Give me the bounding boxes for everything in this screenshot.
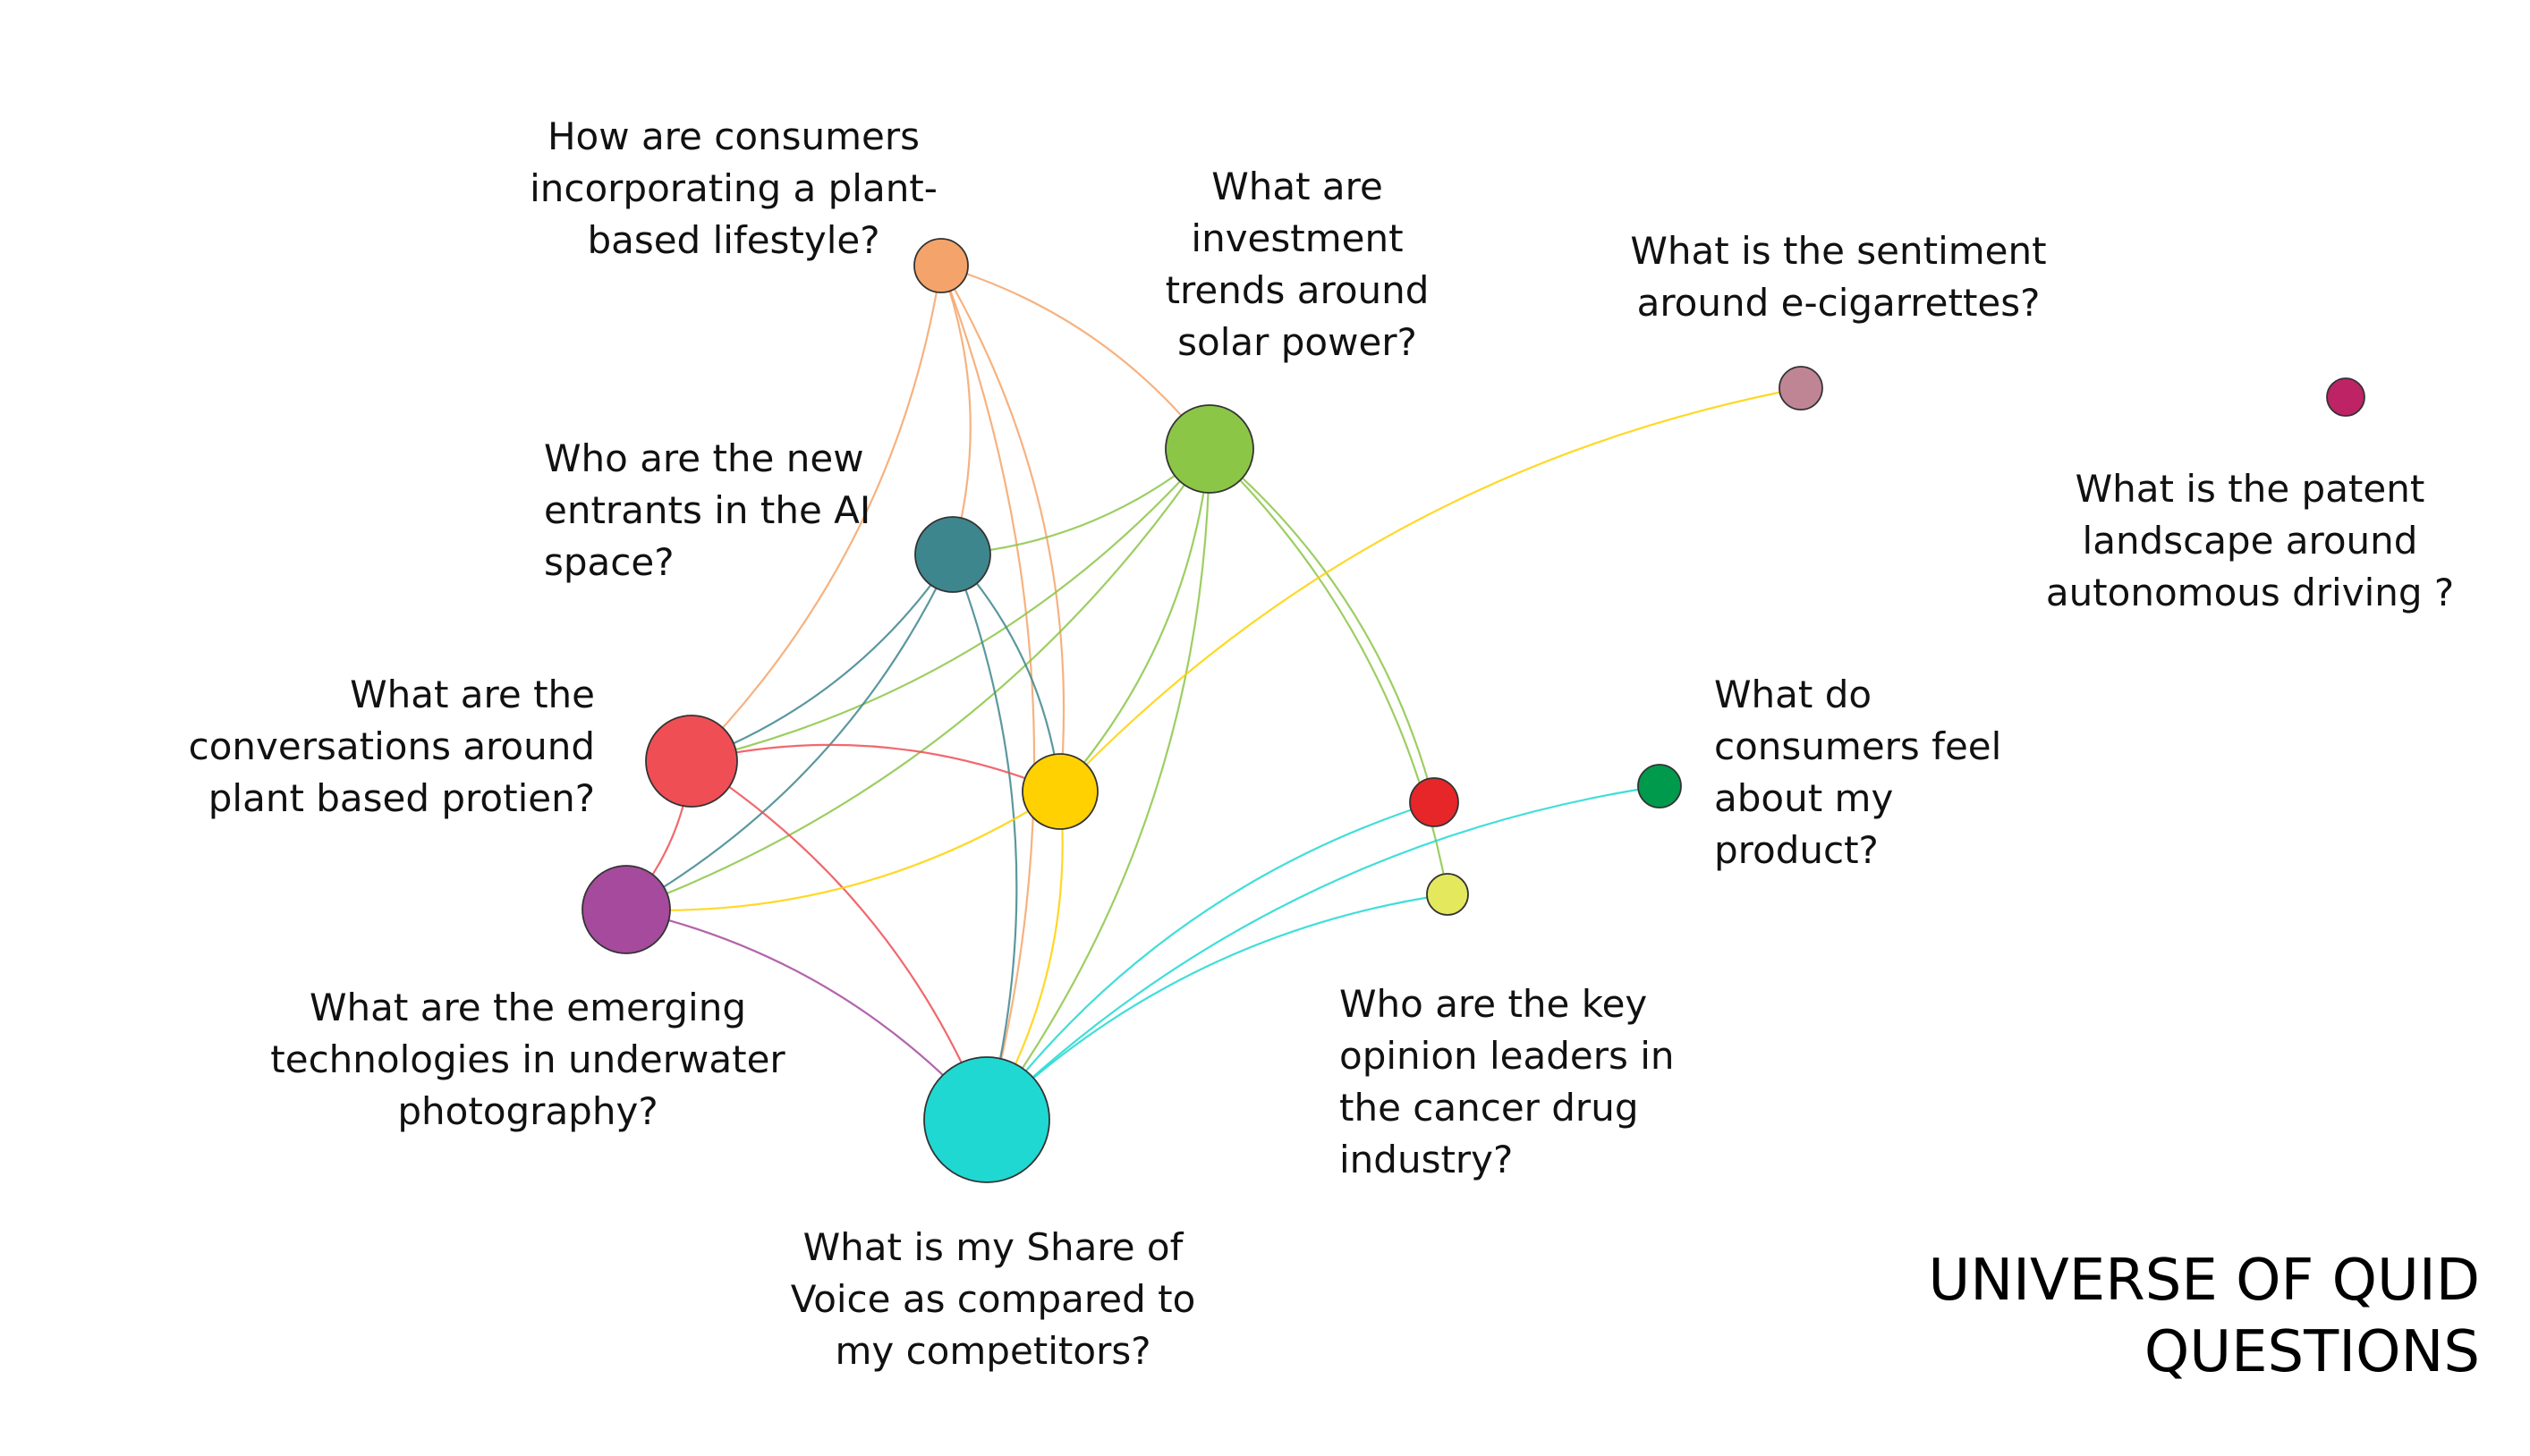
edge-share-of-voice-my-product [986, 784, 1660, 1121]
edge-plant-lifestyle-hub-yellow [940, 265, 1065, 792]
edge-plant-lifestyle-solar-investment [940, 264, 1210, 450]
edge-solar-investment-underwater-photo [625, 448, 1210, 911]
edge-solar-investment-hub-yellow [1059, 448, 1211, 792]
node-my-product[interactable] [1637, 764, 1682, 808]
edge-solar-investment-cancer-kol [1209, 448, 1436, 803]
label-patent-autonomous: What is the patent landscape around auto… [2045, 467, 2455, 614]
edge-ai-entrants-share-of-voice [951, 554, 1018, 1121]
label-solar-investment: What are investment trends around solar … [1165, 165, 1430, 364]
node-hub-yellow[interactable] [1022, 753, 1099, 830]
edge-ai-entrants-underwater-photo [625, 554, 954, 910]
node-share-of-voice[interactable] [923, 1056, 1050, 1183]
node-e-cigarettes[interactable] [1779, 366, 1823, 411]
node-light-yellow[interactable] [1426, 873, 1469, 916]
label-plant-lifestyle: How are consumers incorporating a plant-… [530, 114, 938, 262]
node-cancer-kol[interactable] [1409, 777, 1459, 827]
edge-plant-lifestyle-ai-entrants [939, 265, 972, 555]
node-solar-investment[interactable] [1165, 404, 1254, 494]
edge-solar-investment-light-yellow [1209, 448, 1449, 895]
edge-plant-protein-share-of-voice [691, 760, 989, 1121]
label-plant-protein: What are the conversations around plant … [188, 673, 595, 820]
edge-plant-protein-hub-yellow [691, 743, 1061, 793]
label-my-product: What do consumers feel about my product? [1714, 673, 2002, 872]
label-underwater-photo: What are the emerging technologies in un… [270, 986, 785, 1133]
edge-hub-yellow-e-cigarettes [1059, 386, 1802, 792]
label-cancer-kol: Who are the key opinion leaders in the c… [1339, 982, 1675, 1181]
node-ai-entrants[interactable] [914, 516, 991, 593]
edge-hub-yellow-underwater-photo [625, 791, 1061, 911]
edge-share-of-voice-light-yellow [986, 893, 1448, 1121]
edge-solar-investment-plant-protein [691, 448, 1210, 763]
label-share-of-voice: What is my Share of Voice as compared to… [790, 1225, 1196, 1373]
node-plant-lifestyle[interactable] [913, 238, 969, 293]
node-plant-protein[interactable] [645, 715, 738, 808]
node-underwater-photo[interactable] [582, 865, 671, 954]
label-ai-entrants: Who are the new entrants in the AI space… [544, 436, 871, 584]
edge-plant-lifestyle-share-of-voice [939, 265, 1036, 1121]
label-e-cigarettes: What is the sentiment around e-cigarrett… [1630, 229, 2047, 325]
edge-plant-lifestyle-plant-protein [691, 265, 943, 762]
node-layer [582, 238, 2365, 1183]
edge-solar-investment-share-of-voice [986, 448, 1211, 1121]
page-title: UNIVERSE OF QUID QUESTIONS [1928, 1248, 2480, 1385]
node-patent-autonomous[interactable] [2326, 377, 2365, 417]
edge-share-of-voice-cancer-kol [986, 800, 1435, 1121]
